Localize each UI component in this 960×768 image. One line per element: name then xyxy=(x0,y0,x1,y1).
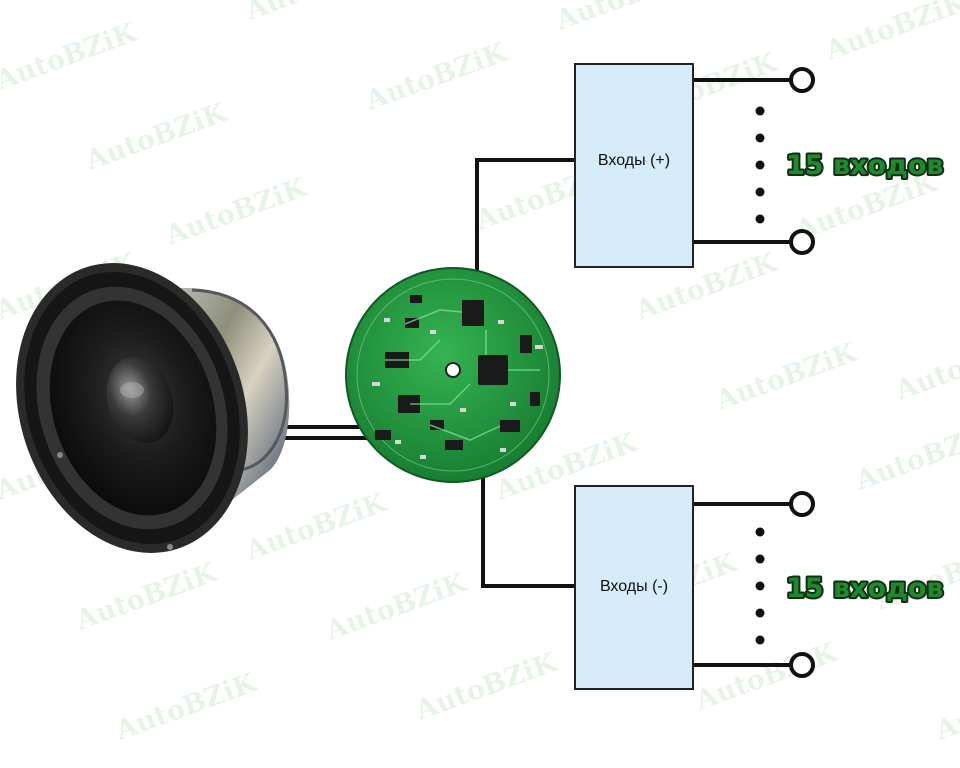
ellipsis-dot xyxy=(755,608,765,618)
watermark-text: AutoBZiK xyxy=(931,667,960,747)
watermark-text: AutoBZiK xyxy=(241,487,392,567)
ellipsis-dot xyxy=(755,635,765,645)
circuit-board-illustration xyxy=(345,267,561,483)
negative-inputs-label: Входы (-) xyxy=(600,578,668,595)
ellipsis-dot xyxy=(755,527,765,537)
ellipsis-dot xyxy=(755,554,765,564)
watermark-text: AutoBZiK xyxy=(0,17,142,97)
watermark-text: AutoBZiK xyxy=(161,172,312,252)
watermark-text: AutoBZiK xyxy=(111,667,262,747)
ellipsis-dots xyxy=(755,106,765,645)
positive-inputs-count: 15 входов xyxy=(786,150,943,181)
ellipsis-dot xyxy=(755,133,765,143)
watermark-text: AutoBZiK xyxy=(551,0,702,37)
watermark-text: AutoBZiK xyxy=(711,337,862,417)
ellipsis-dot xyxy=(755,581,765,591)
positive-bus-wire xyxy=(475,158,576,277)
terminals xyxy=(789,67,815,678)
ellipsis-dot xyxy=(755,160,765,170)
terminal-circle-icon xyxy=(789,67,815,93)
ellipsis-dot xyxy=(755,214,765,224)
terminal-circle-icon xyxy=(789,229,815,255)
negative-bus-wire xyxy=(481,478,576,588)
watermark-text: AutoBZiK xyxy=(81,97,232,177)
ellipsis-dot xyxy=(755,106,765,116)
watermark-text: AutoBZiK xyxy=(361,37,512,117)
watermark-text: AutoBZiK xyxy=(321,567,472,647)
watermark-text: AutoBZiK xyxy=(241,0,392,27)
watermark-text: AutoBZiK xyxy=(821,0,960,67)
ellipsis-dot xyxy=(755,187,765,197)
terminal-circle-icon xyxy=(789,491,815,517)
negative-inputs-block: Входы (-) xyxy=(574,485,694,690)
watermark-text: AutoBZiK xyxy=(411,647,562,727)
watermark-text: AutoBZiK xyxy=(71,557,222,637)
watermark-text: AutoBZiK xyxy=(851,417,960,497)
positive-inputs-label: Входы (+) xyxy=(598,152,670,169)
positive-inputs-block: Входы (+) xyxy=(574,63,694,268)
watermark-text: AutoBZiK xyxy=(891,327,960,407)
speaker-illustration xyxy=(16,263,290,553)
watermark-text: AutoBZiK xyxy=(691,637,842,717)
negative-inputs-count: 15 входов xyxy=(786,573,943,604)
wires xyxy=(282,78,795,667)
terminal-circle-icon xyxy=(789,652,815,678)
